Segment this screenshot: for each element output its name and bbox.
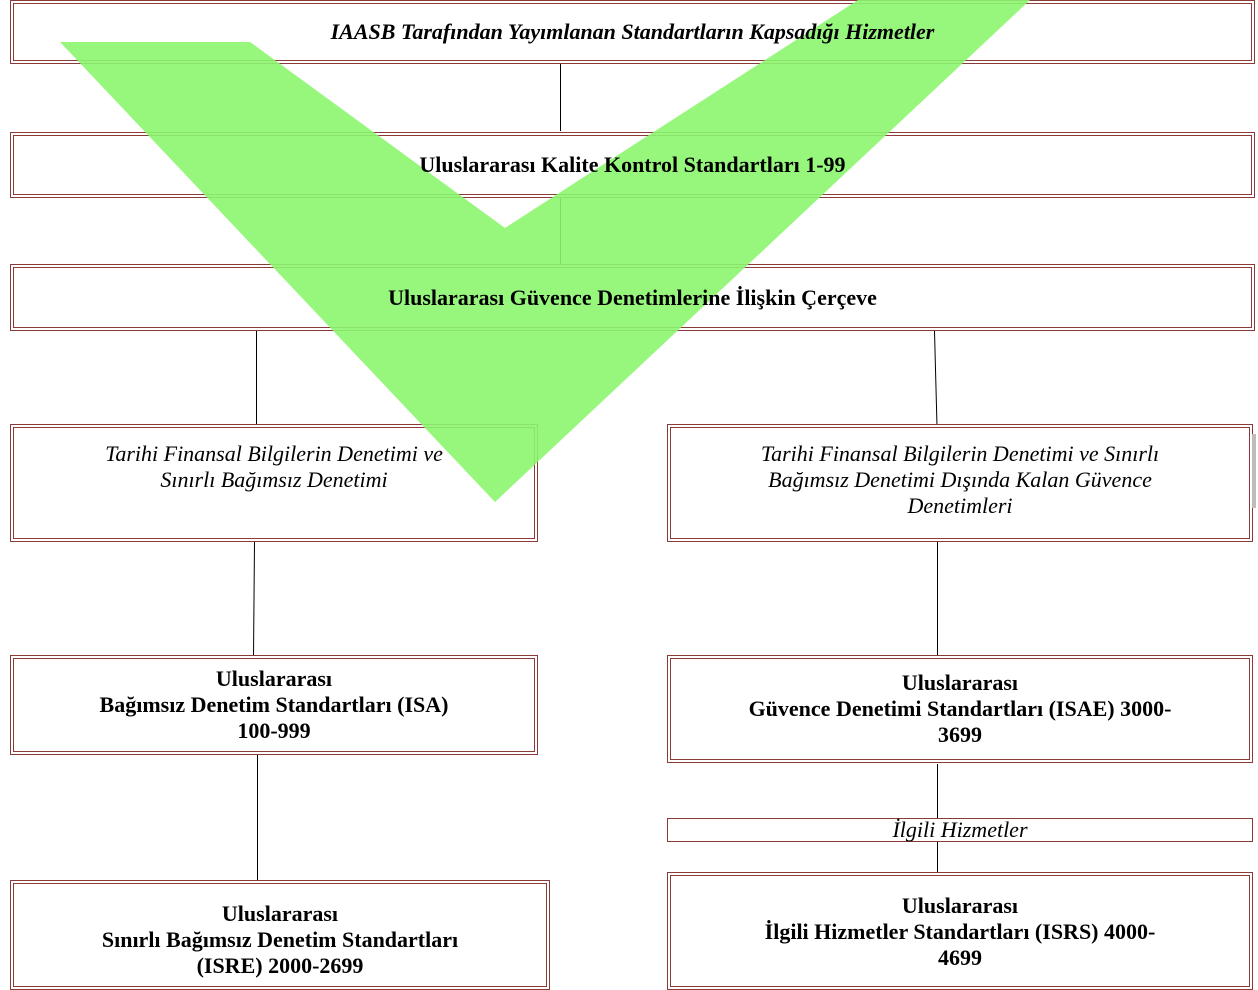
connector-top-to-quality: [560, 63, 561, 131]
isre-label: Uluslararası Sınırlı Bağımsız Denetim St…: [101, 901, 459, 978]
isrs-label: Uluslararası İlgili Hizmetler Standartla…: [764, 893, 1156, 970]
historical-audit-box: Tarihi Finansal Bilgilerin Denetimi ve S…: [10, 424, 538, 542]
connector-framework-to-other: [934, 331, 938, 424]
isae-box: Uluslararası Güvence Denetimi Standartla…: [667, 655, 1253, 763]
isa-label: Uluslararası Bağımsız Denetim Standartla…: [99, 666, 449, 743]
isrs-box: Uluslararası İlgili Hizmetler Standartla…: [667, 872, 1253, 990]
isae-label: Uluslararası Güvence Denetimi Standartla…: [748, 670, 1172, 747]
connector-other-to-isae: [937, 542, 938, 655]
assurance-framework-box: Uluslararası Güvence Denetimlerine İlişk…: [10, 264, 1255, 331]
connector-historical-to-isa: [253, 542, 255, 655]
isa-box: Uluslararası Bağımsız Denetim Standartla…: [10, 655, 538, 755]
connector-isa-to-isre: [257, 755, 258, 880]
related-services-box: İlgili Hizmetler: [667, 818, 1253, 842]
scrollbar-stub: [1252, 434, 1256, 508]
quality-control-label: Uluslararası Kalite Kontrol Standartları…: [419, 152, 846, 177]
historical-audit-label: Tarihi Finansal Bilgilerin Denetimi ve S…: [105, 441, 443, 492]
related-services-label: İlgili Hizmetler: [892, 817, 1028, 842]
connector-related-to-isrs: [937, 842, 938, 872]
connector-framework-to-historical: [256, 331, 257, 424]
quality-control-box: Uluslararası Kalite Kontrol Standartları…: [10, 132, 1255, 198]
top-services-label: IAASB Tarafından Yayımlanan Standartları…: [330, 19, 935, 44]
assurance-framework-label: Uluslararası Güvence Denetimlerine İlişk…: [388, 284, 877, 310]
top-services-box: IAASB Tarafından Yayımlanan Standartları…: [10, 0, 1255, 64]
other-assurance-box: Tarihi Finansal Bilgilerin Denetimi ve S…: [667, 424, 1253, 542]
isre-box: Uluslararası Sınırlı Bağımsız Denetim St…: [10, 880, 550, 990]
connector-quality-to-framework: [560, 198, 561, 264]
other-assurance-label: Tarihi Finansal Bilgilerin Denetimi ve S…: [760, 441, 1160, 518]
connector-isae-to-related: [937, 764, 938, 818]
